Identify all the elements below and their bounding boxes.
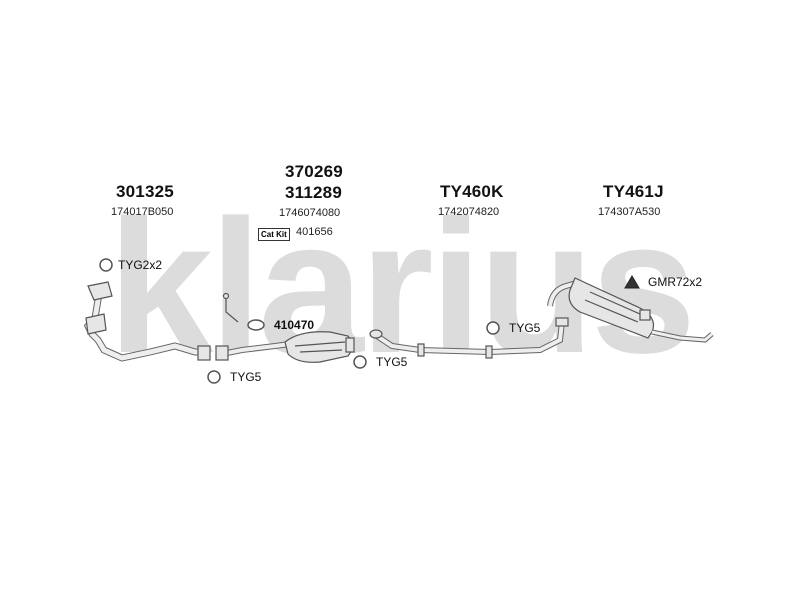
cat-kit-number: 401656: [296, 226, 333, 238]
front-pipe: [83, 281, 211, 362]
oem-number-rear-silencer: 174307A530: [598, 206, 661, 218]
rear-silencer: [547, 277, 714, 343]
rubber-mount-icon: [624, 275, 640, 289]
gasket-oval-icon: [247, 319, 265, 331]
oem-number-front-pipe: 174017B050: [111, 206, 174, 218]
fitting-label-tyg5-middle: TYG5: [509, 321, 541, 335]
fitting-label-gmr72x2: GMR72x2: [648, 275, 703, 289]
fitting-label-tyg5-catalyst: TYG5: [376, 355, 408, 369]
catalyst: [215, 292, 355, 363]
part-number-front-pipe: 301325: [116, 182, 174, 201]
gasket-ring-icon: [353, 355, 367, 369]
part-number-catalyst: 311289: [285, 183, 342, 202]
fitting-label-tyg2x2: TYG2x2: [118, 258, 163, 272]
middle-pipe: [369, 317, 569, 359]
gasket-ring-icon: [207, 370, 221, 384]
cat-kit-badge: Cat Kit: [258, 228, 290, 241]
oem-number-catalyst: 1746074080: [279, 207, 341, 219]
gasket-ring-icon: [99, 258, 113, 272]
part-number-middle-pipe: TY460K: [440, 182, 504, 201]
fitting-label-410470: 410470: [274, 318, 315, 332]
part-number-catalyst-top: 370269: [285, 162, 343, 181]
oem-number-middle-pipe: 1742074820: [438, 206, 500, 218]
fitting-label-tyg5-front: TYG5: [230, 370, 262, 384]
part-number-rear-silencer: TY461J: [603, 182, 664, 201]
gasket-ring-icon: [486, 321, 500, 335]
